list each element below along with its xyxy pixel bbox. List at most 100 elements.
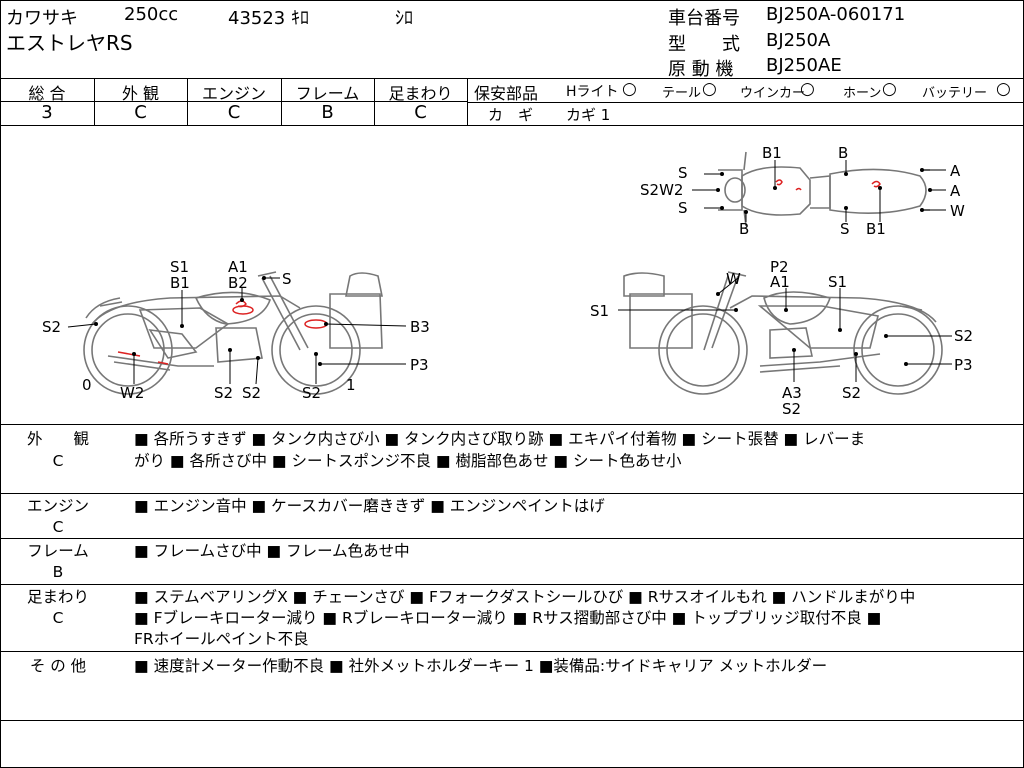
- leader-dots: [94, 168, 932, 366]
- grade-suspension-value: C: [414, 102, 427, 123]
- leader-lines: [67, 160, 952, 385]
- label-b1-top: B1: [762, 144, 782, 162]
- label-s1: S1: [170, 258, 189, 276]
- notes-line: ■ 各所うすきず ■ タンク内さび小 ■ タンク内さび取り跡 ■ エキパイ付着物…: [134, 430, 866, 448]
- label-w2: W2: [120, 384, 144, 402]
- divider: [94, 78, 95, 125]
- horn-ok-icon: ○: [882, 79, 897, 99]
- maker: カワサキ: [6, 8, 78, 29]
- divider: [0, 125, 1024, 126]
- model-name: エストレヤRS: [6, 31, 133, 55]
- top-bike-outline: [718, 151, 930, 227]
- label-s2-a: S2: [214, 384, 233, 402]
- divider: [374, 78, 375, 125]
- divider: [0, 493, 1024, 494]
- divider: [0, 651, 1024, 652]
- label-b2: B2: [228, 274, 248, 292]
- notes-title: 足まわり: [26, 588, 89, 606]
- grade-frame-label: フレーム: [295, 84, 360, 103]
- headlight-label: Hライト: [566, 84, 619, 100]
- notes-line: ■ エンジン音中 ■ ケースカバー磨ききず ■ エンジンペイントはげ: [134, 497, 605, 515]
- divider: [281, 78, 282, 125]
- color: ｼﾛ: [395, 8, 413, 29]
- divider: [0, 584, 1024, 585]
- safety-parts-label: 保安部品: [474, 84, 539, 103]
- engine-model-label: 原 動 機: [668, 59, 734, 80]
- notes-title: 外 観: [26, 430, 89, 448]
- label-a3: A3: [782, 384, 802, 402]
- label-s2-right: S2: [954, 327, 973, 345]
- notes-line: がり ■ 各所さび中 ■ シートスポンジ不良 ■ 樹脂部色あせ ■ シート色あせ…: [134, 452, 682, 470]
- frame-number-value: BJ250A-060171: [766, 4, 906, 25]
- label-s1-left: S1: [590, 302, 609, 320]
- battery-label: バッテリー: [922, 86, 988, 101]
- notes-title: エンジン: [26, 497, 89, 515]
- label-s2-left: S2: [42, 318, 61, 336]
- divider: [467, 78, 468, 125]
- notes-line: ■ フレームさび中 ■ フレーム色あせ中: [134, 542, 410, 560]
- notes-grade: B: [52, 563, 64, 581]
- divider: [467, 102, 1024, 103]
- divider: [0, 78, 1024, 79]
- label-a-1: A: [950, 162, 961, 180]
- notes-grade: C: [52, 518, 64, 536]
- label-s2-mid: S2: [842, 384, 861, 402]
- left-bike-outline: [83, 271, 383, 395]
- label-zero: 0: [82, 376, 92, 394]
- notes-line: ■ ステムベアリングX ■ チェーンさび ■ Fフォークダストシールひび ■ R…: [134, 588, 916, 606]
- winker-label: ウインカー: [740, 86, 806, 101]
- notes-title: フレーム: [27, 542, 89, 560]
- model-type-label: 型 式: [668, 34, 740, 55]
- label-b1: B1: [170, 274, 190, 292]
- label-w: W: [950, 202, 965, 220]
- label-b-bottom: B: [739, 220, 749, 238]
- label-s2-b: S2: [242, 384, 261, 402]
- tail-ok-icon: ○: [702, 79, 717, 99]
- grade-overall-value: 3: [41, 102, 53, 123]
- horn-label: ホーン: [843, 86, 882, 101]
- label-s: S: [282, 270, 292, 288]
- label-s2-bottom: S2: [782, 400, 801, 418]
- headlight-ok-icon: ○: [622, 79, 637, 99]
- notes-frame: フレーム B ■ フレームさび中 ■ フレーム色あせ中: [0, 540, 1024, 583]
- divider: [0, 424, 1024, 425]
- damage-marks: [117, 179, 881, 365]
- key-value: カギ 1: [566, 106, 611, 124]
- label-s1-top: S1: [828, 273, 847, 291]
- notes-engine: エンジン C ■ エンジン音中 ■ ケースカバー磨ききず ■ エンジンペイントは…: [0, 495, 1024, 537]
- key-label: カ ギ: [488, 106, 534, 124]
- label-s-1: S: [678, 164, 688, 182]
- label-a1: A1: [770, 273, 790, 291]
- engine-model-value: BJ250AE: [766, 55, 842, 76]
- grade-exterior-label: 外 観: [121, 84, 160, 103]
- tail-label: テール: [662, 86, 702, 101]
- grade-engine-value: C: [227, 102, 241, 123]
- label-b-top: B: [838, 144, 848, 162]
- label-s2-c: S2: [302, 384, 321, 402]
- notes-grade: C: [52, 609, 64, 627]
- battery-ok-icon: ○: [996, 79, 1011, 99]
- divider: [187, 78, 188, 125]
- label-s2w2: S2W2: [640, 181, 683, 199]
- label-b3: B3: [410, 318, 430, 336]
- label-p3: P3: [410, 356, 429, 374]
- damage-diagram: S1 B1 A1 B2 S S2 B3 P3 0 1 W2 S2 S2 S2 W…: [42, 144, 973, 418]
- divider: [0, 101, 467, 102]
- model-type-value: BJ250A: [766, 30, 831, 51]
- divider: [0, 538, 1024, 539]
- label-w: W: [726, 270, 741, 288]
- notes-exterior: 外 観 C ■ 各所うすきず ■ タンク内さび小 ■ タンク内さび取り跡 ■ エ…: [0, 426, 1024, 492]
- notes-line: ■ Fブレーキローター減り ■ Rブレーキローター減り ■ Rサス摺動部さび中 …: [134, 609, 882, 627]
- right-bike-outline: [623, 271, 943, 395]
- grade-exterior-value: C: [134, 102, 147, 123]
- mileage: 43523 ｷﾛ: [228, 8, 309, 29]
- label-one: 1: [346, 376, 356, 394]
- grade-suspension-label: 足まわり: [388, 84, 453, 103]
- notes-title: そ の 他: [29, 657, 87, 675]
- label-b1-bottom: B1: [866, 220, 886, 238]
- grade-overall-label: 総 合: [28, 84, 66, 103]
- notes-line: ■ 速度計メーター作動不良 ■ 社外メットホルダーキー 1 ■装備品:サイドキャ…: [134, 657, 828, 675]
- grade-engine-label: エンジン: [201, 84, 266, 103]
- label-s-bottom: S: [840, 220, 850, 238]
- label-a1: A1: [228, 258, 248, 276]
